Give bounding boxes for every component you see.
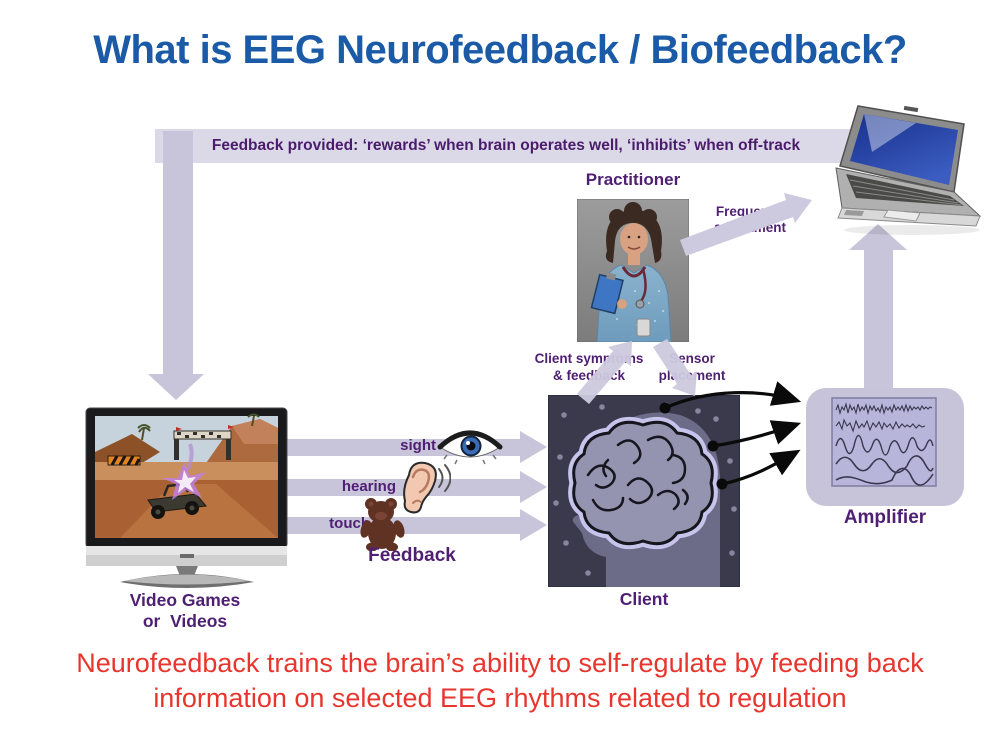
touch-arrowhead-icon [520, 509, 547, 541]
practitioner-photo [577, 199, 689, 342]
touch-label: touch [329, 515, 370, 532]
brain-icon [568, 416, 718, 550]
eeg-traces [835, 401, 934, 486]
client-symptoms-label: Client symptoms & feedback [534, 351, 644, 383]
ear-icon [399, 459, 451, 515]
video-game-screen [95, 413, 278, 538]
hearing-arrowhead-icon [520, 471, 547, 503]
video-games-label: Video Games or Videos [129, 590, 241, 631]
footer-text: Neurofeedback trains the brain’s ability… [76, 648, 924, 713]
sensor-placement-label: Sensor placement [658, 351, 726, 383]
frequency-adjustment-label: Frequency adjustment [713, 204, 786, 235]
feedback-banner: Feedback provided: ‘rewards’ when brain … [155, 129, 857, 163]
laptop-icon [812, 104, 1000, 236]
amplifier-icon [806, 388, 964, 506]
clipboard-icon [590, 272, 624, 315]
touch-arrow-shaft [287, 517, 520, 534]
practitioner-label: Practitioner [585, 170, 681, 189]
client-label: Client [619, 589, 669, 609]
feedback-down-arrowhead-icon [148, 374, 204, 400]
page-title: What is EEG Neurofeedback / Biofeedback? [93, 28, 907, 72]
hearing-label: hearing [341, 478, 396, 495]
tv-icon [84, 400, 289, 590]
client-box [548, 395, 740, 587]
amplifier-to-laptop-arrow-shaft [864, 248, 893, 390]
feedback-label: Feedback [368, 545, 456, 566]
amplifier-to-laptop-arrowhead-icon [849, 224, 907, 250]
feedback-down-arrow-shaft [163, 131, 193, 374]
sight-arrowhead-icon [520, 431, 547, 463]
teddy-bear-icon [358, 495, 408, 551]
eye-icon [437, 425, 503, 467]
sight-label: sight [400, 437, 436, 454]
hearing-arrow-shaft [287, 479, 520, 496]
amplifier-label: Amplifier [843, 507, 927, 528]
feedback-banner-text: Feedback provided: ‘rewards’ when brain … [211, 137, 801, 154]
